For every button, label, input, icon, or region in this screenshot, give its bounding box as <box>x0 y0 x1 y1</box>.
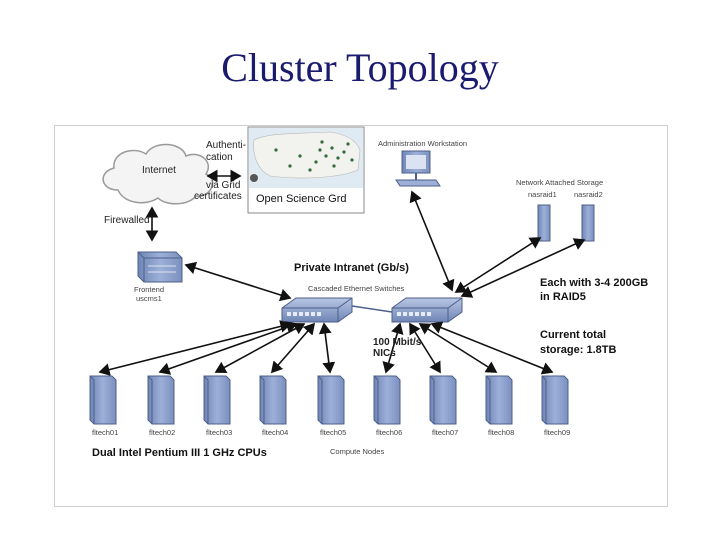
nas-servers-icon <box>537 204 595 242</box>
frontend-server-icon <box>137 251 183 283</box>
slide-title: Cluster Topology <box>221 45 499 90</box>
frontend-label-line1: Frontend <box>134 285 165 294</box>
node-label: fltech06 <box>376 428 403 437</box>
firewalled-label: Firewalled <box>104 215 150 226</box>
node-label: fltech05 <box>320 428 347 437</box>
via-label-line1: via Grid <box>206 180 241 191</box>
frontend-label-line2: uscms1 <box>136 294 162 303</box>
node-label: fltech01 <box>92 428 119 437</box>
compute-node-servers <box>89 375 569 425</box>
switches-label: Cascaded Ethernet Switches <box>308 284 405 293</box>
admin-workstation-icon <box>395 150 441 187</box>
via-label-line2: certificates <box>194 191 242 202</box>
osg-map-image <box>247 126 365 214</box>
osg-label: Open Science Grd <box>256 193 347 205</box>
node-label: fltech02 <box>149 428 176 437</box>
cpu-label: Dual Intel Pentium III 1 GHz CPUs <box>92 447 267 459</box>
nas1-label: nasraid1 <box>528 190 557 199</box>
network-links <box>98 190 586 376</box>
nas2-label: nasraid2 <box>574 190 603 199</box>
internet-label: Internet <box>142 165 176 176</box>
node-label: fltech09 <box>544 428 571 437</box>
nas-title-label: Network Attached Storage <box>516 178 604 187</box>
raid-label-line2: in RAID5 <box>540 291 586 303</box>
storage-label-line1: Current total <box>540 329 606 341</box>
ethernet-switches-icon <box>281 297 463 323</box>
nic-label-line1: 100 Mbit/s <box>373 337 422 348</box>
node-label: fltech03 <box>206 428 233 437</box>
auth-label-line2: cation <box>206 152 233 163</box>
nic-label-line2: NICs <box>373 348 396 359</box>
internet-cloud-icon <box>102 143 214 205</box>
node-label: fltech04 <box>262 428 289 437</box>
node-label: fltech08 <box>488 428 515 437</box>
private-intranet-label: Private Intranet (Gb/s) <box>294 262 409 274</box>
auth-label-line1: Authenti- <box>206 140 247 151</box>
compute-nodes-label: Compute Nodes <box>330 447 385 456</box>
admin-label: Administration Workstation <box>378 139 468 148</box>
raid-label-line1: Each with 3-4 200GB <box>540 277 649 289</box>
storage-label-line2: storage: 1.8TB <box>540 344 617 356</box>
node-label: fltech07 <box>432 428 459 437</box>
